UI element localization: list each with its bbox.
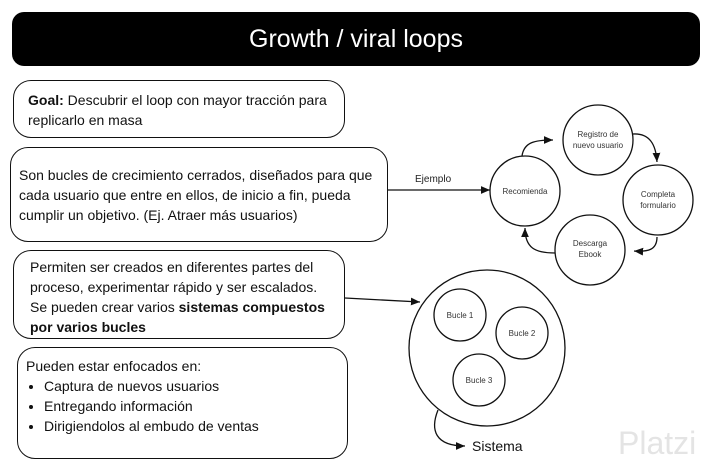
bucle-2-label: Bucle 2 bbox=[509, 329, 536, 338]
node-registro-label: nuevo usuario bbox=[573, 141, 624, 150]
arrow-registro-completa bbox=[632, 133, 661, 163]
definition-box: Son bucles de crecimiento cerrados, dise… bbox=[10, 147, 388, 242]
creation-text: Permiten ser creados en diferentes parte… bbox=[30, 259, 318, 315]
arrow-descarga-recomienda bbox=[521, 227, 556, 254]
sistema-label: Sistema bbox=[472, 438, 523, 454]
focus-item: Dirigiendolos al embudo de ventas bbox=[44, 416, 339, 436]
goal-label: Goal: bbox=[28, 92, 64, 108]
node-descarga-label: Descarga bbox=[573, 239, 608, 248]
bucle-3-label: Bucle 3 bbox=[466, 376, 493, 385]
bucle-3-circle bbox=[452, 353, 506, 407]
node-descarga bbox=[554, 214, 626, 286]
node-registro bbox=[562, 104, 634, 176]
bucle-1-circle bbox=[433, 288, 487, 342]
arrow-recomienda-registro bbox=[521, 136, 554, 157]
arrow-completa-descarga bbox=[633, 236, 658, 256]
node-descarga-label: Ebook bbox=[579, 250, 603, 259]
node-registro-label: Registro de bbox=[578, 130, 619, 139]
focus-item: Captura de nuevos usuarios bbox=[44, 376, 339, 396]
example-label: Ejemplo bbox=[415, 174, 452, 185]
creation-bold: sistemas compuestos por varios bucles bbox=[30, 299, 325, 335]
node-completa-label: Completa bbox=[641, 190, 676, 199]
goal-box: Goal: Descubrir el loop con mayor tracci… bbox=[13, 80, 345, 138]
focus-box: Pueden estar enfocados en: Captura de nu… bbox=[17, 347, 348, 459]
node-completa-label: formulario bbox=[640, 201, 676, 210]
focus-item: Entregando información bbox=[44, 396, 339, 416]
platzi-watermark: Platzi bbox=[618, 425, 697, 461]
node-recomienda bbox=[489, 155, 561, 227]
bucle-1-label: Bucle 1 bbox=[447, 311, 474, 320]
sistema-arrow bbox=[434, 409, 466, 450]
focus-heading: Pueden estar enfocados en: bbox=[26, 358, 202, 374]
system-circle bbox=[408, 269, 566, 427]
goal-text: Descubrir el loop con mayor tracción par… bbox=[28, 92, 327, 128]
node-completa bbox=[622, 164, 694, 236]
bucle-2-circle bbox=[495, 306, 549, 360]
node-recomienda-label: Recomienda bbox=[503, 187, 548, 196]
page-title: Growth / viral loops bbox=[12, 12, 700, 66]
creation-box: Permiten ser creados en diferentes parte… bbox=[13, 250, 345, 339]
system-arrow bbox=[344, 297, 421, 306]
